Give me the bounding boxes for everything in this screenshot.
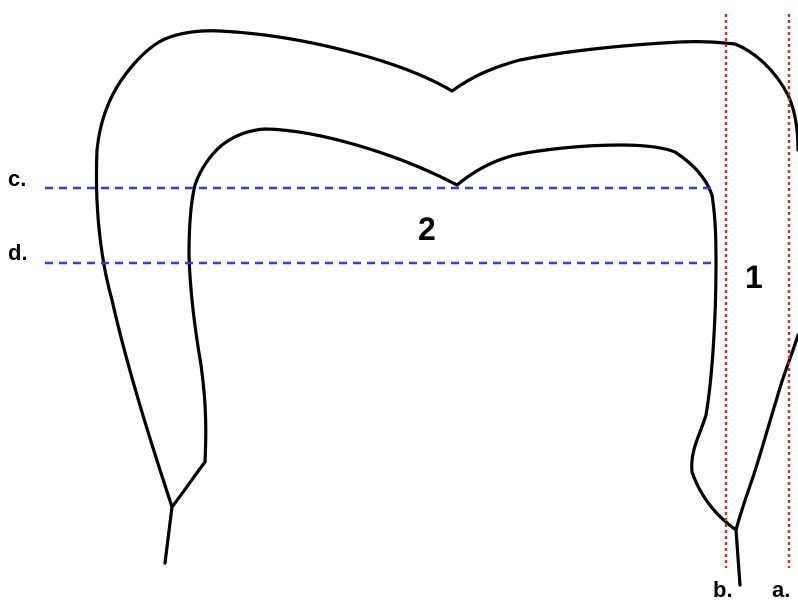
- label-a: a.: [772, 577, 790, 601]
- region-label-2: 2: [418, 211, 436, 247]
- label-d: d.: [8, 240, 28, 265]
- region-label-1: 1: [745, 259, 763, 295]
- label-c: c.: [8, 166, 26, 191]
- outer-tooth-outline: [96, 31, 798, 563]
- label-b: b.: [713, 577, 733, 601]
